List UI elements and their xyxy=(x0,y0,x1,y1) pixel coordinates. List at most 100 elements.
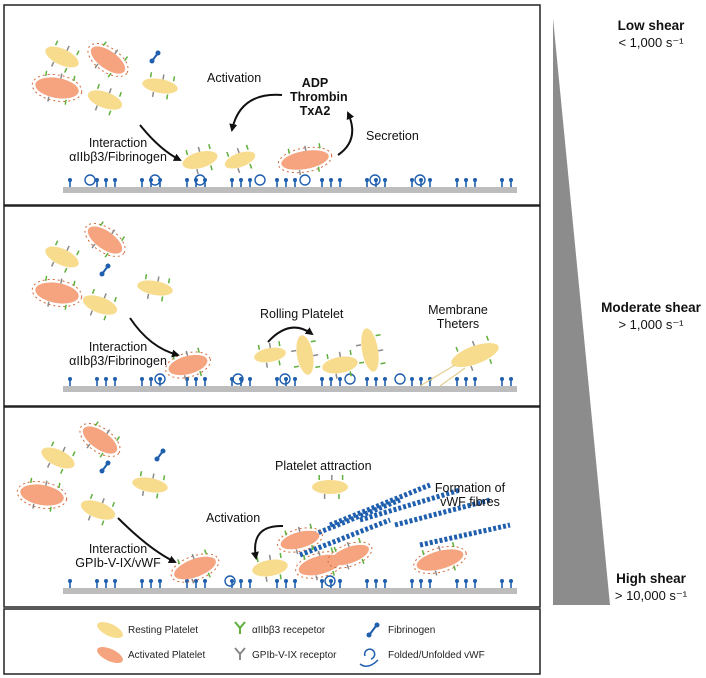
platelet-receptor xyxy=(94,421,99,427)
resting-platelet xyxy=(45,40,80,73)
platelet-receptor xyxy=(434,570,438,576)
wall-receptor-head xyxy=(455,377,459,381)
legend-fibrinogen-label: Fibrinogen xyxy=(388,625,436,636)
platelet-receptor xyxy=(208,143,211,150)
platelet-body xyxy=(331,544,369,566)
vessel-wall-moderate xyxy=(63,386,517,392)
platelet-body xyxy=(416,549,464,571)
platelet-receptor xyxy=(162,475,166,481)
platelet-receptor xyxy=(63,267,68,273)
legend-activated-label: Activated Platelet xyxy=(128,650,206,661)
wall-receptor-head xyxy=(284,579,288,583)
wall-receptor-head xyxy=(338,579,342,583)
platelet-receptor xyxy=(44,70,48,76)
agonist-adp: ADP xyxy=(301,76,329,90)
platelet-body xyxy=(312,480,348,494)
platelet-receptor xyxy=(297,526,301,532)
high-shear-value: > 10,000 s⁻¹ xyxy=(614,588,688,603)
platelet-receptor xyxy=(58,482,61,488)
resting-platelet xyxy=(137,274,173,302)
platelet-receptor xyxy=(291,349,297,353)
wall-receptor-head xyxy=(374,579,378,583)
platelet-receptor xyxy=(96,83,101,90)
low-shear-value: < 1,000 s⁻¹ xyxy=(618,35,684,50)
activated-platelet xyxy=(277,523,323,555)
platelet-receptor xyxy=(268,554,272,560)
wall-receptor-head xyxy=(140,178,144,182)
platelet-receptor xyxy=(94,63,99,69)
legend-gpib-icon xyxy=(234,647,246,660)
wall-receptor-head xyxy=(428,579,432,583)
platelet-receptor xyxy=(139,471,143,477)
platelet-receptor xyxy=(489,358,493,365)
platelet-receptor xyxy=(29,477,33,483)
fibrinogen-end xyxy=(105,460,111,466)
wall-receptor-head xyxy=(365,579,369,583)
resting-platelet xyxy=(41,441,76,474)
platelet-pseudopod-outline xyxy=(327,541,373,569)
vwf-coils xyxy=(84,174,426,587)
platelet-receptor xyxy=(309,523,313,529)
wall-receptor-head xyxy=(338,377,342,381)
platelet-receptor xyxy=(64,99,67,105)
platelet-receptor xyxy=(191,578,195,584)
wall-receptor-head xyxy=(104,579,108,583)
platelet-receptor xyxy=(104,252,109,258)
wall-receptor-head xyxy=(203,579,207,583)
platelet-receptor xyxy=(287,148,290,154)
wall-receptor-head xyxy=(455,178,459,182)
free-fibrinogen xyxy=(154,448,166,462)
legend-vwf-icon xyxy=(359,648,379,667)
platelet-receptor xyxy=(183,375,187,381)
platelet-receptor xyxy=(311,544,314,551)
resting-platelet xyxy=(252,552,288,582)
platelet-receptor xyxy=(284,530,288,536)
platelet-body xyxy=(252,559,288,577)
platelet-receptor xyxy=(298,169,302,176)
resting-platelet xyxy=(132,471,168,499)
wall-receptor-head xyxy=(464,178,468,182)
resting-platelet xyxy=(312,475,348,499)
platelet-body xyxy=(41,447,75,469)
platelet-pseudopod-outline xyxy=(277,146,333,174)
platelet-body xyxy=(80,500,116,520)
platelet-receptor xyxy=(279,552,282,559)
activated-platelet xyxy=(16,477,68,512)
folded-vwf-coil xyxy=(194,174,206,186)
vessel-wall-high xyxy=(63,588,517,594)
platelet-pseudopod-outline xyxy=(413,545,467,575)
platelet-receptor xyxy=(50,61,55,67)
theters-label: Theters xyxy=(436,317,480,331)
wall-receptor-head xyxy=(140,377,144,381)
wall-receptor-head xyxy=(365,377,369,381)
platelet-receptor xyxy=(245,144,249,150)
platelet-receptor xyxy=(295,549,299,555)
high-interaction-label: Interaction xyxy=(88,542,148,556)
high-interaction-receptor: GPIb-V-IX/vWF xyxy=(75,556,161,570)
platelet-receptor xyxy=(107,72,112,78)
wall-receptor-head xyxy=(113,178,117,182)
platelet-receptor xyxy=(226,151,230,157)
wall-receptor-head xyxy=(284,178,288,182)
platelet-body xyxy=(132,477,168,493)
platelet-receptor xyxy=(144,274,148,280)
platelet-receptor xyxy=(310,340,316,343)
platelet-receptor xyxy=(265,576,268,582)
resting-platelet xyxy=(451,335,499,371)
activated-platelet xyxy=(31,275,83,310)
fibrinogen-end xyxy=(149,58,155,64)
wall-receptor-head xyxy=(383,579,387,583)
high-activation-label: Activation xyxy=(206,511,261,525)
agonist-thrombin: Thrombin xyxy=(290,90,348,104)
folded-vwf-coil xyxy=(224,575,236,587)
platelet-receptor xyxy=(293,365,299,368)
wall-receptor-head xyxy=(410,579,414,583)
wall-receptor-head xyxy=(428,178,432,182)
platelet-receptor xyxy=(191,553,195,560)
wall-receptor-head xyxy=(194,377,198,381)
fibrinogen-end xyxy=(154,456,160,462)
platelet-receptor xyxy=(257,344,261,350)
wall-receptor-head xyxy=(509,377,513,381)
platelet-receptor xyxy=(50,441,55,447)
folded-vwf-coil xyxy=(149,174,161,186)
